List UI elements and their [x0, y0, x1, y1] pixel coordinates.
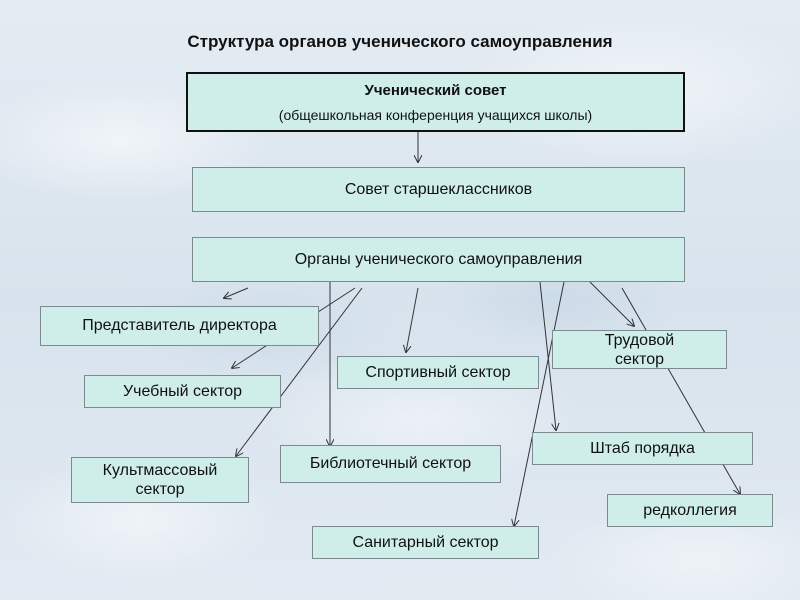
arrow-bodies-to-sanitary: [514, 281, 565, 526]
self-government-bodies-label: Органы ученического самоуправления: [294, 250, 583, 268]
library-sector-box: Библиотечный сектор: [280, 445, 501, 483]
study-sector-label: Учебный сектор: [122, 382, 243, 400]
editorial-board-box: редколлегия: [607, 494, 773, 527]
order-hq-box: Штаб порядка: [532, 432, 753, 465]
student-council-box: Ученический совет (общешкольная конферен…: [186, 72, 685, 132]
self-government-bodies-box: Органы ученического самоуправления: [192, 237, 685, 282]
labor-sector-label-line2: сектор: [614, 351, 665, 369]
library-sector-label: Библиотечный сектор: [309, 455, 472, 473]
sport-sector-box: Спортивный сектор: [337, 356, 539, 389]
culture-sector-label-line2: сектор: [135, 481, 185, 498]
arrow-bodies-to-director: [224, 287, 249, 298]
study-sector-box: Учебный сектор: [84, 375, 281, 408]
labor-sector-box: Трудовой сектор: [552, 330, 727, 369]
arrow-bodies-to-sport: [406, 287, 419, 352]
diagram-title: Структура органов ученического самоуправ…: [187, 32, 613, 51]
arrow-bodies-to-labor: [589, 281, 634, 326]
order-hq-label: Штаб порядка: [590, 439, 695, 457]
labor-sector-label-line1: Трудовой: [604, 332, 675, 349]
director-representative-label: Представитель директора: [82, 317, 277, 335]
arrow-bodies-to-culture: [236, 287, 363, 456]
student-council-label: Ученический совет: [364, 82, 507, 100]
director-representative-box: Представитель директора: [40, 306, 319, 346]
sanitary-sector-label: Санитарный сектор: [352, 533, 499, 551]
senior-council-label: Совет старшеклассников: [344, 180, 533, 198]
culture-sector-label-line1: Культмассовый: [102, 461, 218, 479]
culture-sector-box: Культмассовый сектор: [71, 457, 249, 503]
senior-council-box: Совет старшеклассников: [192, 167, 685, 212]
sanitary-sector-box: Санитарный сектор: [312, 526, 539, 559]
arrow-bodies-to-order: [539, 281, 556, 430]
editorial-board-label: редколлегия: [643, 501, 737, 519]
sport-sector-label: Спортивный сектор: [365, 363, 511, 381]
student-council-subtitle: (общешкольная конференция учащихся школы…: [278, 107, 593, 124]
